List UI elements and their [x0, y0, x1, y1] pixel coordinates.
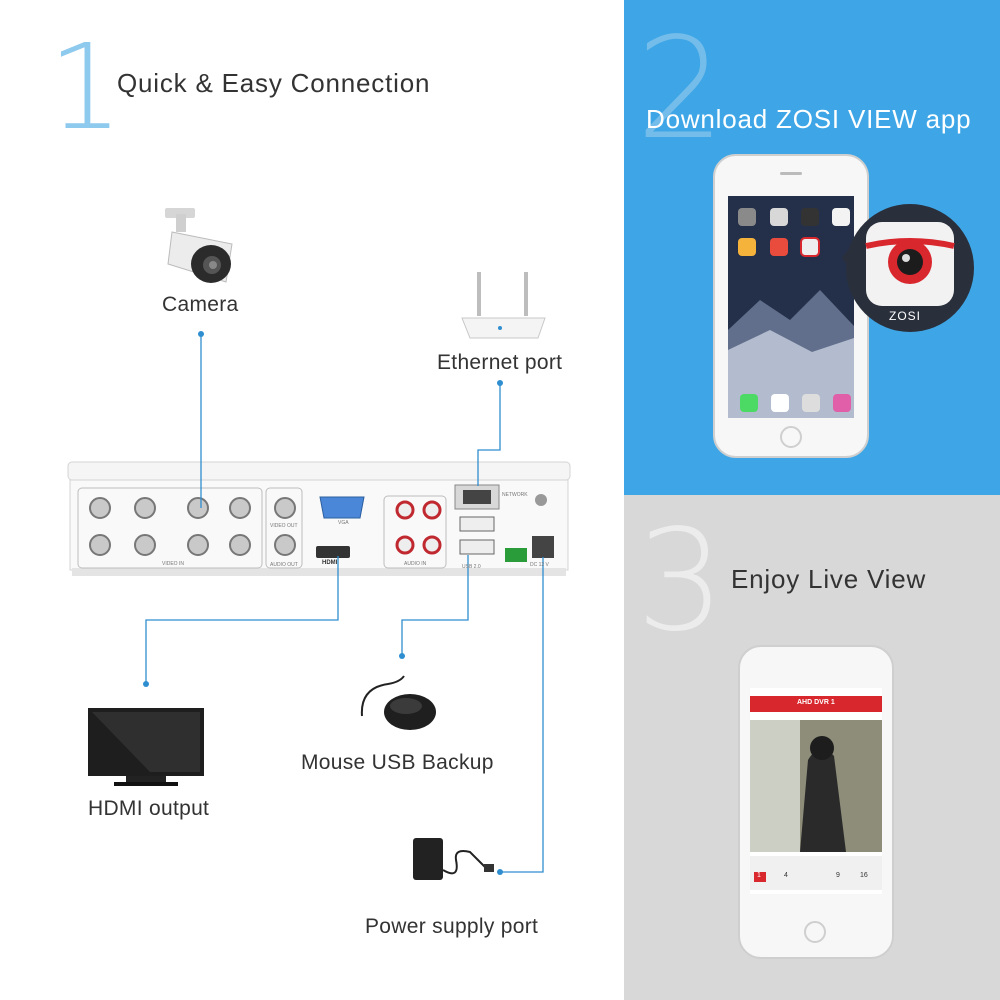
- connection-diagram: [67, 208, 571, 880]
- dvr-label-usb: USB 2.0: [462, 564, 481, 570]
- dvr-label-video-in: VIDEO IN: [162, 561, 184, 567]
- live-channel-1[interactable]: 1: [757, 872, 761, 879]
- mouse-usb-label: Mouse USB Backup: [301, 751, 494, 774]
- live-channel-16[interactable]: 16: [860, 872, 868, 879]
- dvr-label-vga: VGA: [338, 520, 349, 526]
- dvr-label-audio-out: AUDIO OUT: [270, 562, 298, 568]
- hdmi-output-label: HDMI output: [88, 797, 210, 820]
- step-1-title: Quick & Easy Connection: [117, 68, 431, 98]
- dvr-label-audio-in: AUDIO IN: [404, 561, 427, 567]
- ethernet-label: Ethernet port: [437, 351, 563, 374]
- step-2-number: 2: [636, 8, 726, 171]
- step-3-number: 3: [636, 500, 726, 663]
- power-supply-label: Power supply port: [365, 915, 539, 938]
- live-channel-9[interactable]: 9: [836, 872, 840, 879]
- zosi-app-label: ZOSI: [889, 309, 922, 323]
- connector-dots: [143, 331, 503, 875]
- connector-lines: [145, 334, 544, 873]
- dvr-recorder: [67, 461, 571, 576]
- live-channel-4[interactable]: 4: [784, 872, 788, 879]
- camera-label: Camera: [162, 293, 239, 316]
- dvr-label-video-out: VIDEO OUT: [270, 523, 298, 529]
- mouse-icon: [360, 675, 436, 730]
- camera-icon: [165, 208, 233, 283]
- step-2-title: Download ZOSI VIEW app: [646, 104, 972, 134]
- router-icon: [461, 272, 546, 339]
- monitor-icon: [88, 708, 204, 786]
- dvr-label-hdmi: HDMI: [322, 560, 338, 566]
- step-1-number: 1: [48, 18, 124, 156]
- dvr-label-network: NETWORK: [502, 492, 528, 498]
- live-view-title: AHD DVR 1: [797, 699, 835, 706]
- step-3-title: Enjoy Live View: [731, 564, 927, 594]
- power-adapter-icon: [413, 838, 494, 880]
- dvr-label-dc: DC 12 V: [530, 562, 549, 568]
